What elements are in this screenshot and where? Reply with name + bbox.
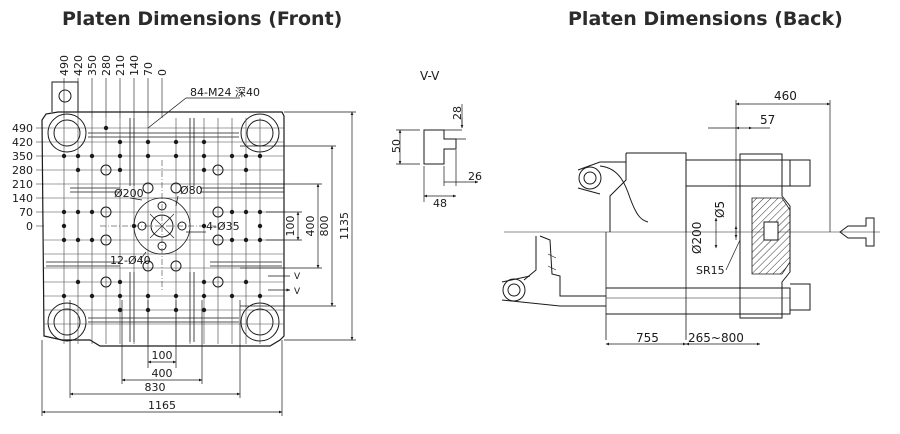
front-top-ticks: 490 420 350 280 210 140 70 0 xyxy=(58,55,169,76)
front-left-ticks: 490 420 350 280 210 140 70 0 xyxy=(12,122,33,233)
dim-label: 1135 xyxy=(338,212,351,240)
top-tick: 140 xyxy=(128,55,141,76)
callout-4-d35: 4-Ø35 xyxy=(206,220,240,233)
holes-12-d40 xyxy=(100,164,224,288)
title-back: Platen Dimensions (Back) xyxy=(568,8,843,30)
bolt-holes xyxy=(61,125,263,313)
callout-d80: Ø80 xyxy=(180,184,203,197)
toggle-link-upper xyxy=(599,165,649,223)
dim-label: 100 xyxy=(152,349,173,362)
nozzle xyxy=(839,217,875,247)
dim-265-800: 265~800 xyxy=(688,331,744,345)
dim-label: 400 xyxy=(152,367,173,380)
top-tick: 490 xyxy=(58,55,71,76)
front-platen-view xyxy=(36,78,356,416)
top-tick: 350 xyxy=(86,55,99,76)
section-view xyxy=(396,104,479,202)
left-tick: 70 xyxy=(19,206,33,219)
bottom-dimensions xyxy=(41,300,283,416)
dim-label: 100 xyxy=(284,216,297,237)
moving-platen-upper xyxy=(609,152,687,232)
left-tick: 0 xyxy=(26,220,33,233)
tie-bar-upper xyxy=(686,159,811,187)
front-right-dim-labels: 100 400 800 1135 xyxy=(284,212,351,240)
tie-bar-lower xyxy=(606,283,811,315)
lifting-lug xyxy=(51,81,79,112)
platen-outline xyxy=(41,111,285,347)
top-tick: 280 xyxy=(100,55,113,76)
dim-57: 57 xyxy=(760,113,775,127)
left-tick: 280 xyxy=(12,164,33,177)
callout-tap-holes: 84-M24 深40 xyxy=(190,86,260,99)
top-tick: 210 xyxy=(114,55,127,76)
top-tick: 70 xyxy=(142,62,155,76)
back-platen-view xyxy=(501,100,880,346)
left-tick-leaders xyxy=(36,127,44,227)
callout-d200: Ø200 xyxy=(114,187,144,200)
callout-leader-tap xyxy=(147,97,240,129)
section-dim-h1: 28 xyxy=(451,106,464,120)
dim-d5: Ø5 xyxy=(713,201,727,218)
dim-label: 800 xyxy=(318,216,331,237)
left-tick: 490 xyxy=(12,122,33,135)
dim-label: 830 xyxy=(145,381,166,394)
v-mark: V xyxy=(294,272,301,282)
section-dim-w2: 48 xyxy=(433,197,447,210)
section-dim-w1: 26 xyxy=(468,170,482,183)
v-arrows xyxy=(268,275,290,290)
top-tick-leaders xyxy=(63,78,163,118)
callout-12-d40: 12-Ø40 xyxy=(110,254,151,267)
machine-base xyxy=(523,235,606,297)
dim-755: 755 xyxy=(636,331,659,345)
center-locating-ring xyxy=(100,160,224,292)
dim-label: 400 xyxy=(304,216,317,237)
dim-460: 460 xyxy=(774,89,797,103)
section-profile xyxy=(423,129,457,165)
right-dimensions xyxy=(240,111,356,341)
left-tick: 210 xyxy=(12,178,33,191)
front-callouts: 84-M24 深40 Ø200 Ø80 4-Ø35 12-Ø40 V V xyxy=(110,86,301,297)
grid-lines xyxy=(44,118,284,344)
t-slots xyxy=(46,118,284,342)
left-tick: 350 xyxy=(12,150,33,163)
stationary-platen xyxy=(739,153,791,319)
top-tick: 420 xyxy=(72,55,85,76)
left-tick: 140 xyxy=(12,192,33,205)
top-tick: 0 xyxy=(156,69,169,76)
dim-label: 1165 xyxy=(148,399,176,412)
left-tick: 420 xyxy=(12,136,33,149)
lug-hole xyxy=(58,89,72,103)
title-front: Platen Dimensions (Front) xyxy=(62,8,343,30)
section-title: V-V xyxy=(420,69,440,83)
v-mark: V xyxy=(294,287,301,297)
front-bottom-dim-labels: 100 400 830 1165 xyxy=(145,349,177,412)
dim-d200: Ø200 xyxy=(690,222,704,254)
section-dim-h2: 50 xyxy=(390,139,403,153)
back-dim-labels: 460 57 Ø5 Ø200 SR15 755 265~800 xyxy=(636,89,797,345)
dim-sr15: SR15 xyxy=(696,264,725,277)
